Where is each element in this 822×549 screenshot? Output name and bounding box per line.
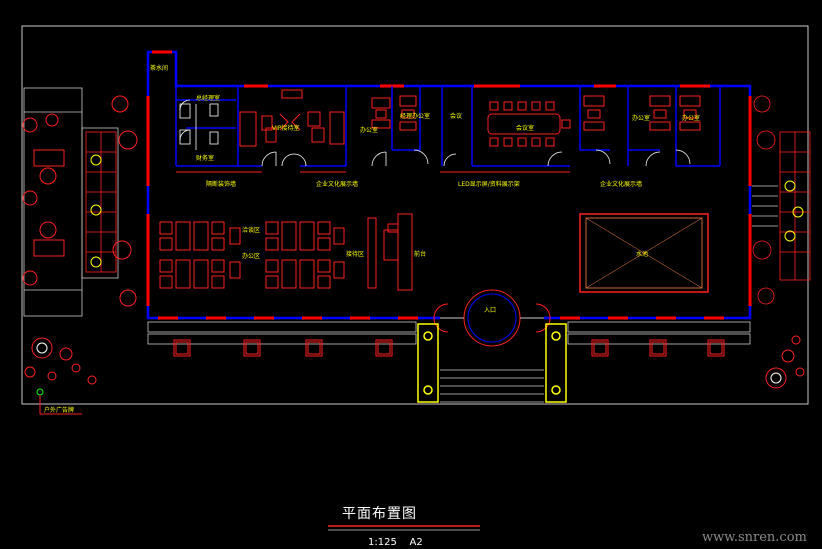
room-label-meeting: 会议室	[516, 125, 535, 132]
area-label-reception: 接待区	[346, 251, 365, 258]
watermark: www.snren.com	[702, 530, 807, 545]
room-label-tea: 茶水间	[150, 65, 169, 72]
restroom-fixtures	[179, 103, 219, 150]
office-desks	[371, 95, 701, 131]
vip-furniture	[239, 89, 345, 147]
room-label-manager: 总经理室	[196, 95, 221, 102]
drawing-title: 平面布置图	[342, 506, 417, 522]
corridor-note-1: 隔断装饰墙	[206, 181, 237, 188]
site-boundary	[21, 25, 809, 405]
entrance-columns	[417, 323, 567, 403]
title-underline	[328, 525, 480, 531]
signpost	[36, 388, 82, 415]
area-label-entrance: 入口	[484, 307, 497, 314]
area-label-front-desk: 前台	[414, 251, 427, 258]
room-label-office-b: 经理办公室	[400, 113, 431, 120]
meeting-table	[487, 101, 571, 147]
left-planters	[22, 95, 138, 307]
left-bench-grid	[85, 131, 117, 273]
right-lamps	[784, 180, 804, 242]
left-lamps	[90, 154, 102, 268]
room-label-office-a: 办公室	[360, 127, 379, 134]
paper-size: A2	[409, 537, 423, 548]
note-signpost: 户外广告牌	[44, 407, 75, 414]
scale-value: 1:125	[368, 537, 397, 548]
corridor-note-3: 企业文化展示墙	[600, 181, 643, 188]
drawing-scale: 1:125 A2	[368, 537, 423, 548]
landscape-trees	[24, 335, 805, 389]
room-label-office-e: 办公室	[682, 115, 701, 122]
left-terrace	[23, 87, 119, 317]
corridor-note-2: 企业文化展示墙	[316, 181, 359, 188]
pool	[579, 213, 709, 293]
front-terrace	[147, 321, 751, 403]
front-planters	[173, 339, 725, 357]
room-label-office-d: 办公室	[632, 115, 651, 122]
interior-walls	[175, 86, 721, 167]
lounge-seating	[159, 213, 413, 291]
corridor-note-led: LED显示屏/资料展示架	[458, 181, 520, 188]
area-label-pool: 水池	[636, 251, 649, 258]
entrance-vestibule	[433, 289, 551, 347]
right-steps	[752, 185, 778, 227]
area-label-lounge: 洽谈区	[242, 227, 261, 234]
right-bench-grid	[752, 95, 811, 305]
room-label-vip: VIP接待室	[272, 125, 300, 132]
doors	[179, 99, 691, 167]
area-label-work: 办公区	[242, 253, 261, 260]
room-label-c: 会议	[450, 113, 463, 120]
exterior-windows	[146, 50, 752, 320]
room-label-finance: 财务室	[196, 155, 215, 162]
